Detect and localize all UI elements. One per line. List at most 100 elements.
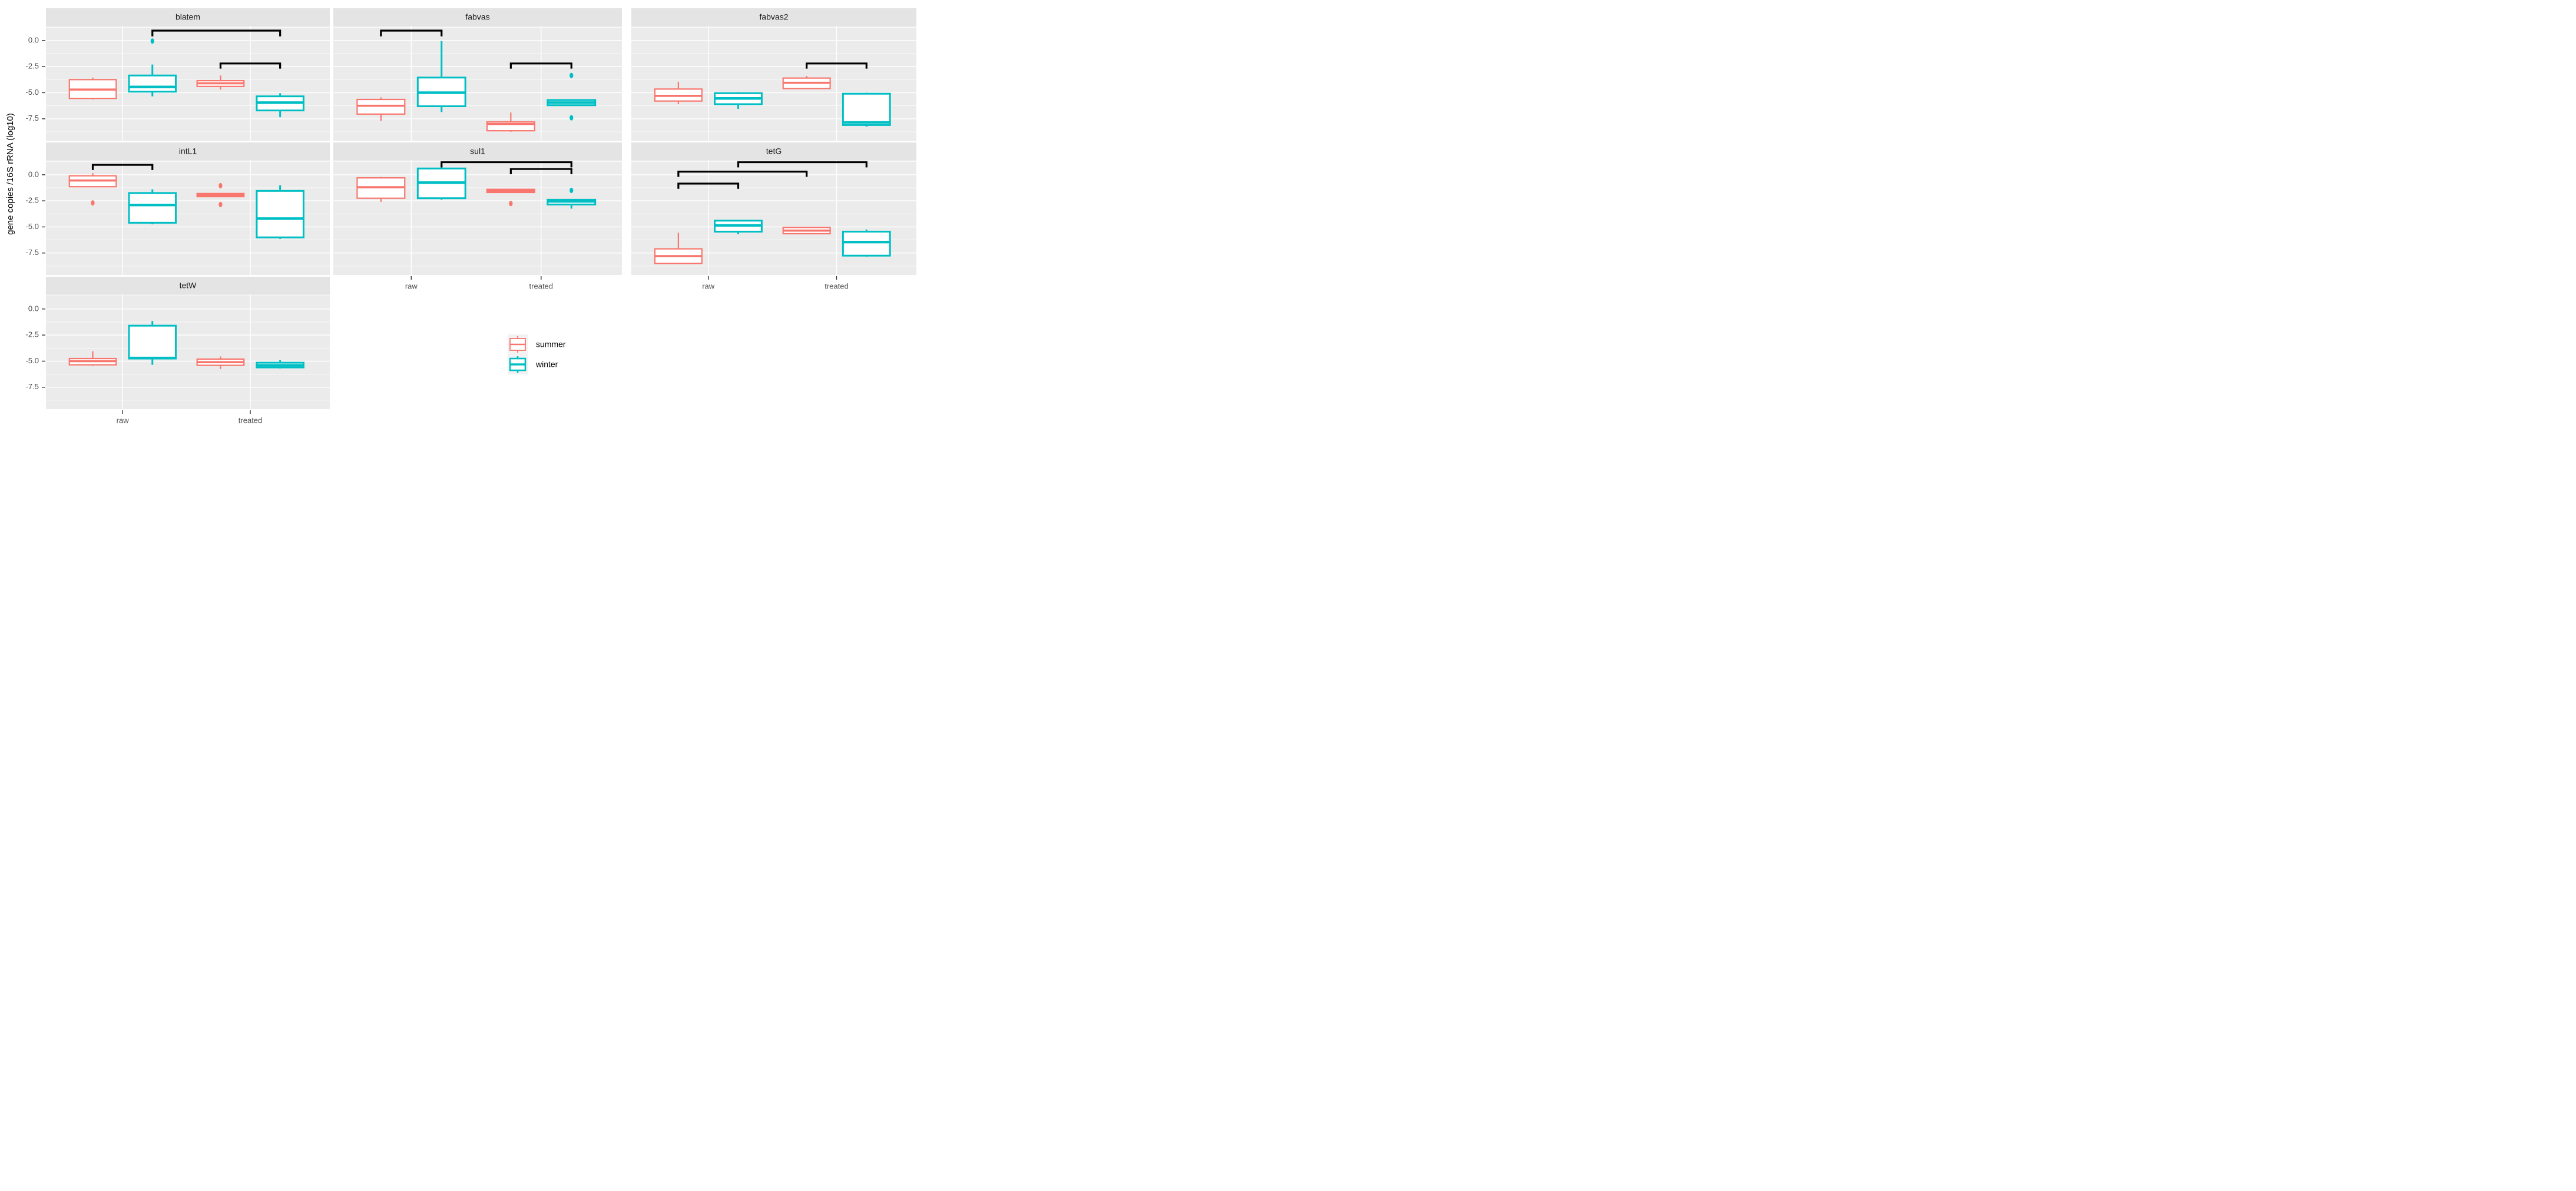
facet-title-blatem: blatem <box>176 12 200 22</box>
facet-strip-tetG <box>631 142 916 160</box>
boxplot-blatem-raw.winter <box>128 38 177 97</box>
outlier-point <box>569 187 574 194</box>
x-axis-c0-r2: raw treated <box>117 410 262 424</box>
boxplot-intL1-raw.summer <box>68 173 117 206</box>
y-tick-label: -7.5 <box>26 382 39 391</box>
y-tick-label: -5.0 <box>26 222 39 231</box>
y-tick-label: -5.0 <box>26 88 39 97</box>
boxplot-tetW-raw.summer <box>68 351 117 366</box>
boxplot-fabvas-raw.summer <box>356 97 406 121</box>
boxplot-fabvas2-treated.winter <box>842 92 891 127</box>
significance-bracket-blatem-1 <box>219 62 282 69</box>
outlier-point <box>509 200 513 207</box>
facet-panel-blatem: blatem <box>46 8 330 141</box>
significance-bracket-fabvas2-0 <box>806 62 868 69</box>
outlier-point <box>218 201 223 207</box>
boxplot-fabvas-treated.winter <box>547 72 597 121</box>
boxplot-sul1-treated.summer <box>486 188 535 207</box>
y-axis-title: gene copies /16S rRNA (log10) <box>5 113 15 235</box>
x-tick-label-raw: raw <box>117 416 130 424</box>
y-axis-row-1: 0.0 -2.5 -5.0 -7.5 <box>26 170 45 257</box>
facet-strip-sul1 <box>333 142 622 160</box>
panel-background-tetW <box>46 294 330 409</box>
boxplot-blatem-raw.summer <box>68 77 117 99</box>
box-iqr <box>128 324 177 360</box>
y-axis-row-0: 0.0 -2.5 -5.0 -7.5 <box>26 35 45 122</box>
x-tick-label-treated: treated <box>529 282 553 291</box>
outlier-point <box>150 38 154 44</box>
boxplot-tetG-raw.winter <box>714 220 763 234</box>
y-axis-row-2: 0.0 -2.5 -5.0 -7.5 <box>26 304 45 391</box>
significance-bracket-tetG-1 <box>677 170 808 177</box>
significance-bracket-tetG-0 <box>737 161 868 168</box>
y-tick-label: -2.5 <box>26 196 39 205</box>
y-tick-label: 0.0 <box>28 35 39 44</box>
x-tick-label-raw: raw <box>405 282 418 291</box>
box-iqr <box>842 92 891 126</box>
significance-bracket-intL1-0 <box>91 164 154 170</box>
facet-title-intL1: intL1 <box>179 147 197 156</box>
boxplot-tetG-treated.summer <box>782 227 831 235</box>
facet-strip-fabvas <box>333 8 622 26</box>
box-iqr <box>128 192 177 224</box>
legend-label-winter: winter <box>535 360 558 369</box>
boxplot-fabvas2-raw.winter <box>714 92 763 109</box>
x-tick-label-raw: raw <box>702 282 715 291</box>
y-tick-label: 0.0 <box>28 170 39 178</box>
boxplot-fabvas2-raw.summer <box>654 81 703 104</box>
facet-panel-sul1: sul1 <box>333 142 622 275</box>
boxplot-intL1-raw.winter <box>128 189 177 225</box>
boxplot-sul1-raw.winter <box>416 165 466 200</box>
x-tick-label-treated: treated <box>239 416 262 424</box>
facet-strip-fabvas2 <box>631 8 916 26</box>
significance-bracket-sul1-0 <box>441 161 572 168</box>
box-iqr <box>842 230 891 257</box>
facet-strip-blatem <box>46 8 330 26</box>
y-tick-label: -2.5 <box>26 330 39 339</box>
significance-bracket-fabvas-0 <box>380 29 443 37</box>
x-tick-label-treated: treated <box>825 282 848 291</box>
box-iqr <box>128 74 177 93</box>
significance-bracket-tetG-2 <box>677 183 740 189</box>
boxplot-tetG-raw.summer <box>654 233 703 264</box>
boxplot-tetW-treated.winter <box>256 360 304 369</box>
significance-bracket-fabvas-1 <box>509 62 572 69</box>
panel-background-fabvas <box>333 26 622 141</box>
x-axis-c1-r1: raw treated <box>405 276 553 291</box>
y-tick-label: 0.0 <box>28 304 39 313</box>
boxplot-fabvas2-treated.summer <box>782 76 831 89</box>
outlier-point <box>569 115 574 121</box>
y-tick-label: -2.5 <box>26 62 39 71</box>
facet-panel-fabvas2: fabvas2 <box>631 8 916 141</box>
box-iqr <box>256 190 304 238</box>
boxplot-tetW-treated.summer <box>196 356 245 369</box>
significance-bracket-blatem-0 <box>151 29 282 37</box>
boxplot-tetW-raw.winter <box>128 321 177 365</box>
y-tick-label: -7.5 <box>26 114 39 122</box>
outlier-point <box>569 72 574 78</box>
facet-panel-tetG: tetG <box>631 142 916 275</box>
facet-strip-tetW <box>46 277 330 294</box>
boxplot-blatem-treated.winter <box>256 93 304 118</box>
boxplot-blatem-treated.summer <box>196 75 245 90</box>
y-tick-label: -7.5 <box>26 248 39 257</box>
facet-title-sul1: sul1 <box>470 147 485 156</box>
outlier-point <box>91 200 95 206</box>
facet-title-fabvas: fabvas <box>465 12 489 22</box>
boxplot-sul1-raw.summer <box>356 177 406 202</box>
faceted-boxplot-chart: blatem fabvas fabvas2 intL1 sul1 tetG tetW 0.0 -… <box>5 8 916 424</box>
boxplot-intL1-treated.summer <box>196 183 245 207</box>
facet-strip-intL1 <box>46 142 330 160</box>
x-axis-c2-r1: raw treated <box>702 276 849 291</box>
boxplot-intL1-treated.winter <box>256 185 304 239</box>
facet-title-tetG: tetG <box>766 147 782 156</box>
boxplot-fabvas-treated.summer <box>486 112 535 132</box>
facet-panel-tetW: tetW <box>46 277 330 409</box>
facet-title-fabvas2: fabvas2 <box>759 12 788 22</box>
y-tick-label: -5.0 <box>26 356 39 365</box>
facet-panel-fabvas: fabvas <box>333 8 622 141</box>
facet-panel-intL1: intL1 <box>46 142 330 275</box>
boxplot-tetG-treated.winter <box>842 229 891 257</box>
boxplot-sul1-treated.winter <box>547 187 597 209</box>
